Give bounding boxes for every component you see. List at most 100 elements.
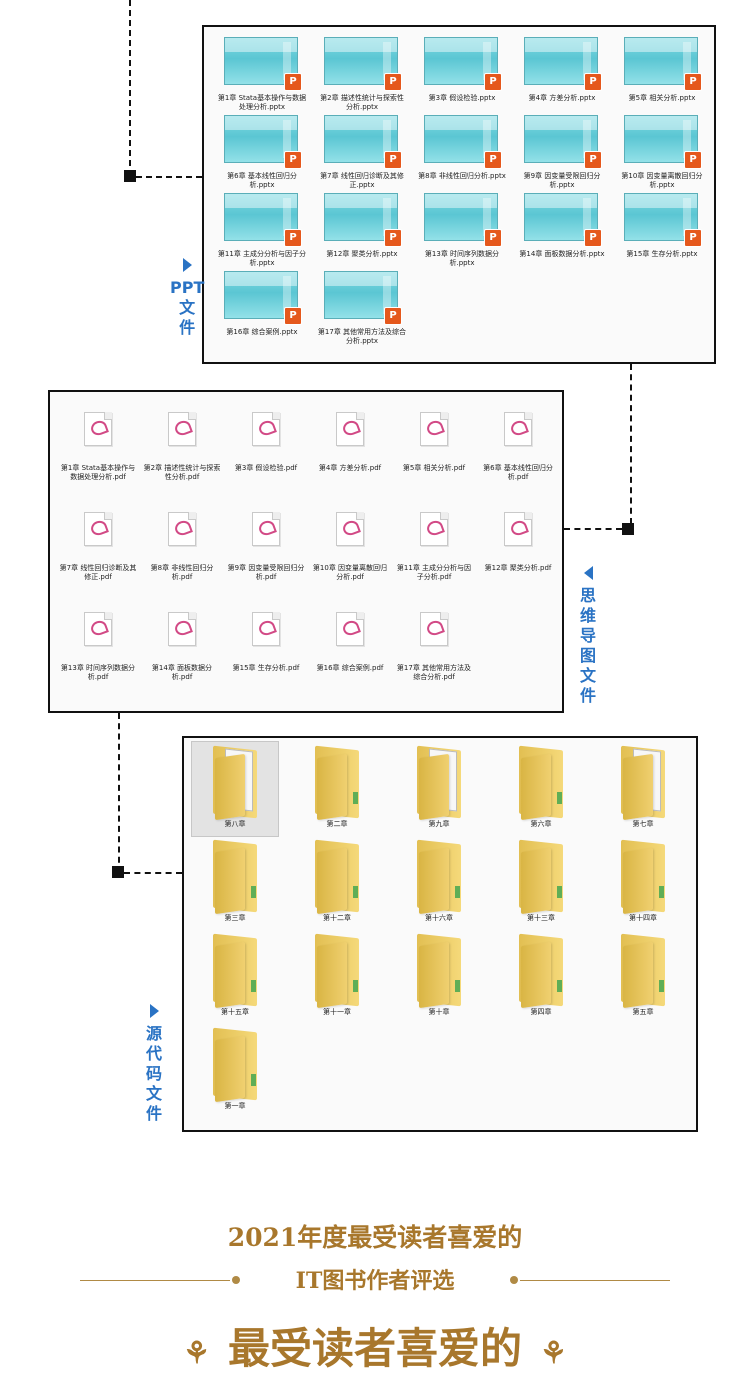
divider-rule	[520, 1280, 670, 1281]
source-folder-item[interactable]: 第七章	[600, 742, 686, 836]
pdf-file-item[interactable]: 第14章 面板数据分析.pdf	[140, 598, 224, 698]
ppt-file-item[interactable]: P 第12章 聚类分析.pptx	[312, 191, 412, 269]
pdf-file-icon	[84, 512, 112, 546]
source-folder-item[interactable]: 第九章	[396, 742, 482, 836]
laurel-icon: ⚘	[183, 1336, 210, 1371]
pptx-file-icon: P	[222, 269, 302, 325]
file-name: 第17章 其他常用方法及综合分析.pptx	[317, 328, 407, 345]
file-name: 第16章 综合案例.pdf	[316, 664, 384, 672]
section-label-char: 件	[580, 686, 597, 705]
folder-name: 第四章	[530, 1008, 552, 1016]
pptx-file-icon: P	[322, 191, 402, 247]
laurel-icon: ⚘	[540, 1336, 567, 1371]
pdf-file-item[interactable]: 第13章 时间序列数据分析.pdf	[56, 598, 140, 698]
connector-node	[124, 170, 136, 182]
pdf-file-icon	[336, 612, 364, 646]
file-name: 第4章 方差分析.pdf	[318, 464, 382, 472]
section-label-char: 导	[580, 626, 597, 645]
folder-icon	[409, 836, 469, 915]
pdf-file-item[interactable]: 第12章 聚类分析.pdf	[476, 498, 560, 598]
file-name: 第10章 因变量离散回归分析.pdf	[312, 564, 388, 581]
file-name: 第16章 综合案例.pptx	[226, 328, 298, 336]
source-folder-item[interactable]: 第八章	[191, 741, 279, 837]
folder-icon	[205, 836, 265, 915]
divider-dot	[232, 1276, 240, 1284]
pdf-file-item[interactable]: 第3章 假设检验.pdf	[224, 398, 308, 498]
source-folder-item[interactable]: 第三章	[192, 836, 278, 930]
source-folder-item[interactable]: 第二章	[294, 742, 380, 836]
file-name: 第14章 面板数据分析.pptx	[519, 250, 605, 258]
source-folder-item[interactable]: 第十章	[396, 930, 482, 1024]
folder-name: 第十四章	[629, 914, 657, 922]
pdf-file-item[interactable]: 第1章 Stata基本操作与数据处理分析.pdf	[56, 398, 140, 498]
folder-icon	[307, 742, 367, 821]
file-name: 第8章 非线性回归分析.pptx	[418, 172, 506, 180]
pptx-file-icon: P	[322, 35, 402, 91]
pptx-file-icon: P	[522, 35, 602, 91]
file-name: 第12章 聚类分析.pptx	[326, 250, 398, 258]
source-folder-item[interactable]: 第十六章	[396, 836, 482, 930]
source-folder-item[interactable]: 第十二章	[294, 836, 380, 930]
folder-name: 第七章	[632, 820, 654, 828]
source-folder-item[interactable]: 第十三章	[498, 836, 584, 930]
pdf-file-icon	[336, 512, 364, 546]
connector-node	[622, 523, 634, 535]
folder-name: 第三章	[224, 914, 246, 922]
pdf-file-item[interactable]: 第4章 方差分析.pdf	[308, 398, 392, 498]
file-name: 第2章 描述性统计与探索性分析.pdf	[143, 464, 221, 481]
pdf-file-item[interactable]: 第11章 主成分分析与因子分析.pdf	[392, 498, 476, 598]
file-name: 第9章 因变量受限回归分析.pdf	[227, 564, 305, 581]
pdf-file-item[interactable]: 第5章 相关分析.pdf	[392, 398, 476, 498]
pdf-file-item[interactable]: 第7章 线性回归诊断及其修正.pdf	[56, 498, 140, 598]
triangle-right-icon	[182, 258, 192, 272]
file-name: 第13章 时间序列数据分析.pdf	[60, 664, 136, 681]
source-folder-item[interactable]: 第十五章	[192, 930, 278, 1024]
ppt-file-item[interactable]: P 第16章 综合案例.pptx	[212, 269, 312, 347]
source-folder-item[interactable]: 第五章	[600, 930, 686, 1024]
file-name: 第7章 线性回归诊断及其修正.pdf	[59, 564, 137, 581]
source-folder-item[interactable]: 第十四章	[600, 836, 686, 930]
pdf-file-item[interactable]: 第9章 因变量受限回归分析.pdf	[224, 498, 308, 598]
file-name: 第7章 线性回归诊断及其修正.pptx	[320, 172, 404, 189]
source-folder-item[interactable]: 第一章	[192, 1024, 278, 1118]
pdf-file-item[interactable]: 第16章 综合案例.pdf	[308, 598, 392, 698]
source-folder-item[interactable]: 第十一章	[294, 930, 380, 1024]
section-label-char: 图	[580, 646, 597, 665]
pdf-file-item[interactable]: 第8章 非线性回归分析.pdf	[140, 498, 224, 598]
folder-icon	[409, 930, 469, 1009]
pdf-file-item[interactable]: 第15章 生存分析.pdf	[224, 598, 308, 698]
pdf-file-icon	[84, 412, 112, 446]
connector-node	[112, 866, 124, 878]
pdf-file-item[interactable]: 第10章 因变量离散回归分析.pdf	[308, 498, 392, 598]
pdf-file-item[interactable]: 第6章 基本线性回归分析.pdf	[476, 398, 560, 498]
pdf-file-item[interactable]: 第2章 描述性统计与探索性分析.pdf	[140, 398, 224, 498]
pdf-file-icon	[168, 512, 196, 546]
source-folder-grid: 第八章第二章第九章第六章第七章第三章第十二章第十六章第十三章第十四章第十五章第十…	[191, 741, 702, 1118]
source-folder-item[interactable]: 第六章	[498, 742, 584, 836]
section-label-char: 文	[146, 1084, 163, 1103]
folder-icon	[511, 836, 571, 915]
file-name: 第6章 基本线性回归分析.pptx	[227, 172, 297, 189]
pdf-file-item[interactable]: 第17章 其他常用方法及综合分析.pdf	[392, 598, 476, 698]
folder-name: 第一章	[224, 1102, 246, 1110]
file-name: 第3章 假设检验.pdf	[234, 464, 298, 472]
pdf-file-icon	[420, 412, 448, 446]
source-folder-item[interactable]: 第四章	[498, 930, 584, 1024]
